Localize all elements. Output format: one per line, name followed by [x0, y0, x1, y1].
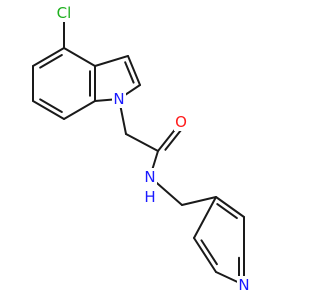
molecule-diagram: Cl N O N H N: [32, 4, 251, 294]
amide-hydrogen-label: H: [144, 188, 155, 206]
pyridine-nitrogen-label: N: [238, 276, 249, 294]
h-label-bg: [143, 188, 157, 206]
cl-label-bg: [53, 4, 75, 22]
carbonyl-oxygen-label: O: [175, 113, 187, 131]
nh-label-bg: [143, 168, 157, 186]
bond-C7-C7a: [63, 100, 96, 120]
chlorine-atom-label: Cl: [57, 4, 72, 22]
bond-Cp4-Cp3: [215, 196, 245, 218]
bond-Cp5-Cp4: [193, 196, 217, 239]
bond-C3a-C4: [63, 47, 96, 67]
bond-CH2a-CO: [125, 133, 159, 152]
o-label-bg: [174, 113, 188, 131]
bond-C6-C7-double: [39, 98, 63, 113]
n1-label-bg: [112, 90, 126, 108]
bond-C3-C2-double: [124, 61, 135, 84]
atom-label-layer: Cl N O N H N: [53, 4, 251, 294]
molecule-structure: Cl N O N H N: [32, 4, 251, 294]
amide-nitrogen-label: N: [144, 168, 155, 186]
bond-Cp6-Cp5-double: [200, 239, 218, 266]
npy-label-bg: [237, 276, 251, 294]
indole-nitrogen-label: N: [113, 90, 124, 108]
bond-Cp4-Cp3-double: [216, 203, 238, 220]
bond-C6-C7: [32, 100, 65, 120]
bond-Cp6-Cp5: [193, 237, 217, 273]
bond-layer: [32, 12, 245, 286]
bond-C4-C5: [32, 47, 65, 67]
bond-C3-C2: [127, 55, 141, 86]
bond-C3a-C3: [94, 55, 129, 67]
bond-CO-O-double: [164, 128, 183, 151]
bond-C4-C5-double: [39, 54, 63, 69]
bond-CH2b-Cp4: [181, 196, 217, 206]
